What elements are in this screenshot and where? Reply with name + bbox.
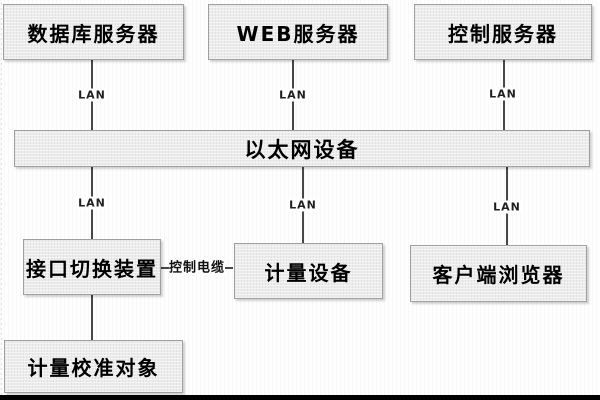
node-ethernet-device: 以太网设备 — [14, 130, 590, 167]
lan-label: LAN — [277, 88, 309, 102]
node-client-browser: 客户端浏览器 — [410, 245, 587, 302]
node-web-server-label: WEB服务器 — [236, 21, 360, 46]
left-edge-artifact — [1, 0, 2, 395]
node-calibration-object: 计量校准对象 — [4, 340, 183, 393]
node-control-server-label: 控制服务器 — [448, 21, 558, 46]
lan-label: LAN — [487, 87, 519, 101]
node-db-server-label: 数据库服务器 — [27, 21, 160, 46]
lan-label: LAN — [76, 88, 108, 102]
node-metering-device: 计量设备 — [234, 243, 383, 299]
lan-label: LAN — [287, 198, 319, 212]
node-interface-switch: 接口切换装置 — [23, 239, 161, 295]
node-interface-switch-label: 接口切换装置 — [26, 256, 158, 281]
node-metering-device-label: 计量设备 — [264, 260, 353, 285]
node-client-browser-label: 客户端浏览器 — [432, 263, 565, 287]
bottom-bar — [0, 395, 600, 400]
node-ethernet-device-label: 以太网设备 — [244, 137, 360, 162]
lan-label: LAN — [491, 200, 523, 214]
lan-label: LAN — [76, 196, 108, 210]
control-cable-label: 控制电缆 — [168, 260, 226, 276]
node-calibration-object-label: 计量校准对象 — [27, 356, 160, 380]
node-db-server: 数据库服务器 — [3, 4, 184, 60]
edge-interface-switch-to-calibration-object — [91, 295, 93, 340]
node-control-server: 控制服务器 — [414, 4, 592, 60]
node-web-server: WEB服务器 — [208, 4, 388, 60]
